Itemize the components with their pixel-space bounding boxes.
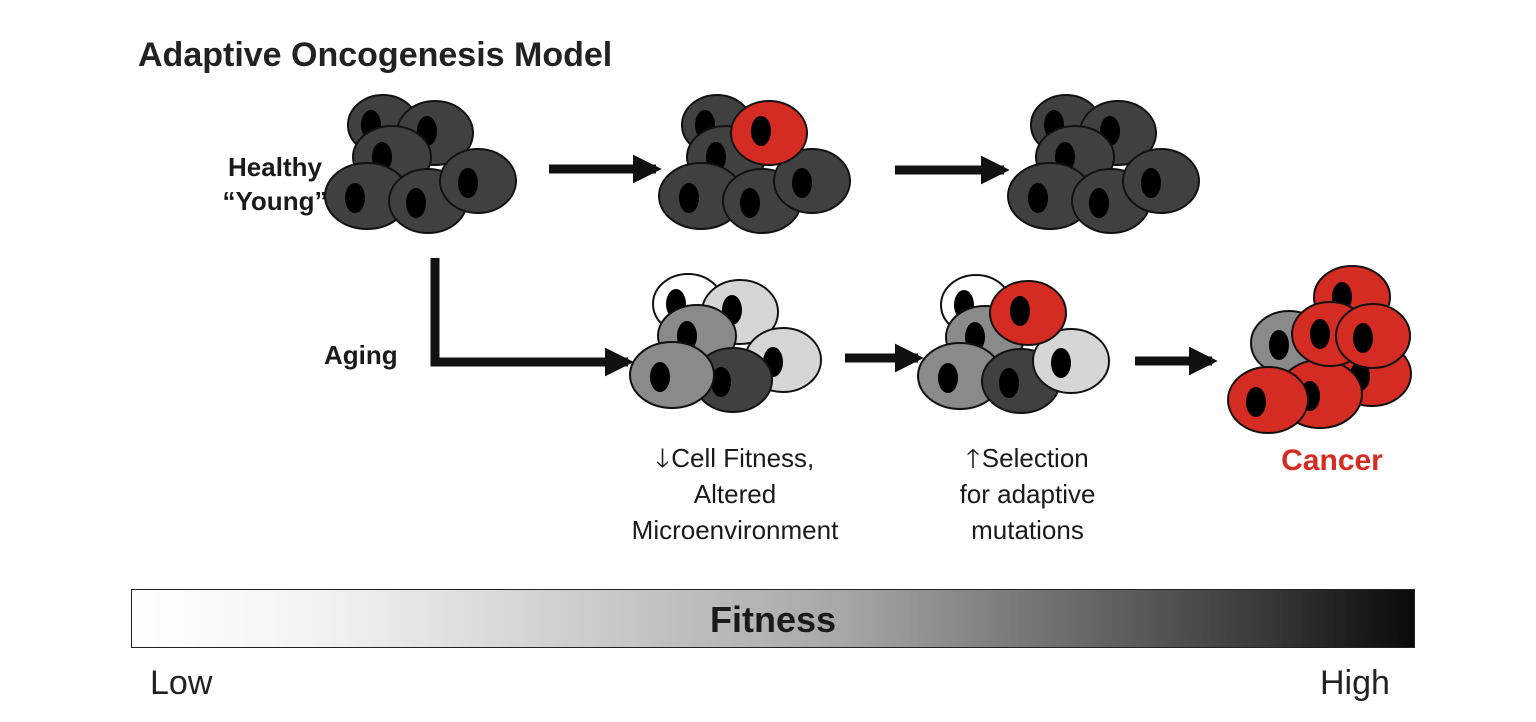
healthy-label-line-2: “Young” xyxy=(222,186,328,216)
caption-line: Microenvironment xyxy=(631,515,839,545)
cell xyxy=(1122,148,1200,214)
down-arrow-icon: 🡓 xyxy=(655,443,670,473)
caption-line: Selection xyxy=(981,443,1089,473)
arrow-aging-branch xyxy=(430,258,634,377)
cell-body xyxy=(1227,366,1309,434)
cancer-cluster xyxy=(1227,265,1412,434)
cell-body xyxy=(1122,148,1200,214)
cell-clusters xyxy=(324,94,1412,434)
cell xyxy=(324,162,410,230)
selection-cluster xyxy=(917,274,1110,414)
cell xyxy=(658,162,744,230)
mutant-cleared-cluster xyxy=(1007,94,1200,234)
cell-nucleus xyxy=(650,362,670,392)
mutant-arising-cluster xyxy=(658,94,851,234)
cell-nucleus xyxy=(1089,188,1109,218)
cell-body xyxy=(439,148,517,214)
cell xyxy=(989,280,1067,346)
cell xyxy=(730,100,808,166)
cell-body xyxy=(1335,303,1411,369)
cell-nucleus xyxy=(1353,323,1373,353)
cell-nucleus xyxy=(711,367,731,397)
healthy-label-line-1: Healthy xyxy=(228,152,322,182)
cell-nucleus xyxy=(679,183,699,213)
cell xyxy=(693,347,773,413)
cancer-label: Cancer xyxy=(1281,444,1383,477)
cell xyxy=(917,342,1003,410)
aged-cluster xyxy=(629,273,822,413)
cell xyxy=(1335,303,1411,369)
fitness-label: Fitness xyxy=(709,599,837,640)
cell-body xyxy=(773,148,851,214)
arrows xyxy=(430,154,1218,377)
cell-nucleus xyxy=(1141,168,1161,198)
cell-nucleus xyxy=(1246,387,1266,417)
up-arrow-icon: 🡑 xyxy=(966,443,980,473)
cell-nucleus xyxy=(938,363,958,393)
cell xyxy=(773,148,851,214)
cell xyxy=(1032,328,1110,394)
cell-body xyxy=(629,341,715,409)
cell xyxy=(629,341,715,409)
healthy-cluster xyxy=(324,94,517,234)
caption-line: Cell Fitness, xyxy=(671,443,815,473)
cell-nucleus xyxy=(1269,330,1289,360)
cell-nucleus xyxy=(792,168,812,198)
decreased-fitness-caption: 🡓Cell Fitness, Altered Microenvironment xyxy=(600,440,870,548)
cell-nucleus xyxy=(458,168,478,198)
healthy-young-label: Healthy “Young” xyxy=(195,150,355,218)
cell xyxy=(439,148,517,214)
cell-nucleus xyxy=(406,188,426,218)
caption-line: mutations xyxy=(971,515,1084,545)
cell-nucleus xyxy=(751,116,771,146)
cell-nucleus xyxy=(345,183,365,213)
caption-line: Altered xyxy=(693,479,777,509)
cell-nucleus xyxy=(999,368,1019,398)
fitness-low-label: Low xyxy=(150,664,213,702)
caption-line: for adaptive xyxy=(959,479,1096,509)
cell-nucleus xyxy=(1010,296,1030,326)
increased-selection-caption: 🡑Selection for adaptive mutations xyxy=(915,440,1140,548)
cell-body xyxy=(1032,328,1110,394)
cell-nucleus xyxy=(1310,319,1330,349)
cell-nucleus xyxy=(1051,348,1071,378)
cell xyxy=(1227,366,1309,434)
cell-nucleus xyxy=(740,188,760,218)
aging-label: Aging xyxy=(324,340,398,370)
fitness-high-label: High xyxy=(1320,664,1390,702)
diagram-title: Adaptive Oncogenesis Model xyxy=(138,36,613,74)
cell-nucleus xyxy=(1028,183,1048,213)
fitness-gradient-bar: Fitness xyxy=(131,589,1415,648)
